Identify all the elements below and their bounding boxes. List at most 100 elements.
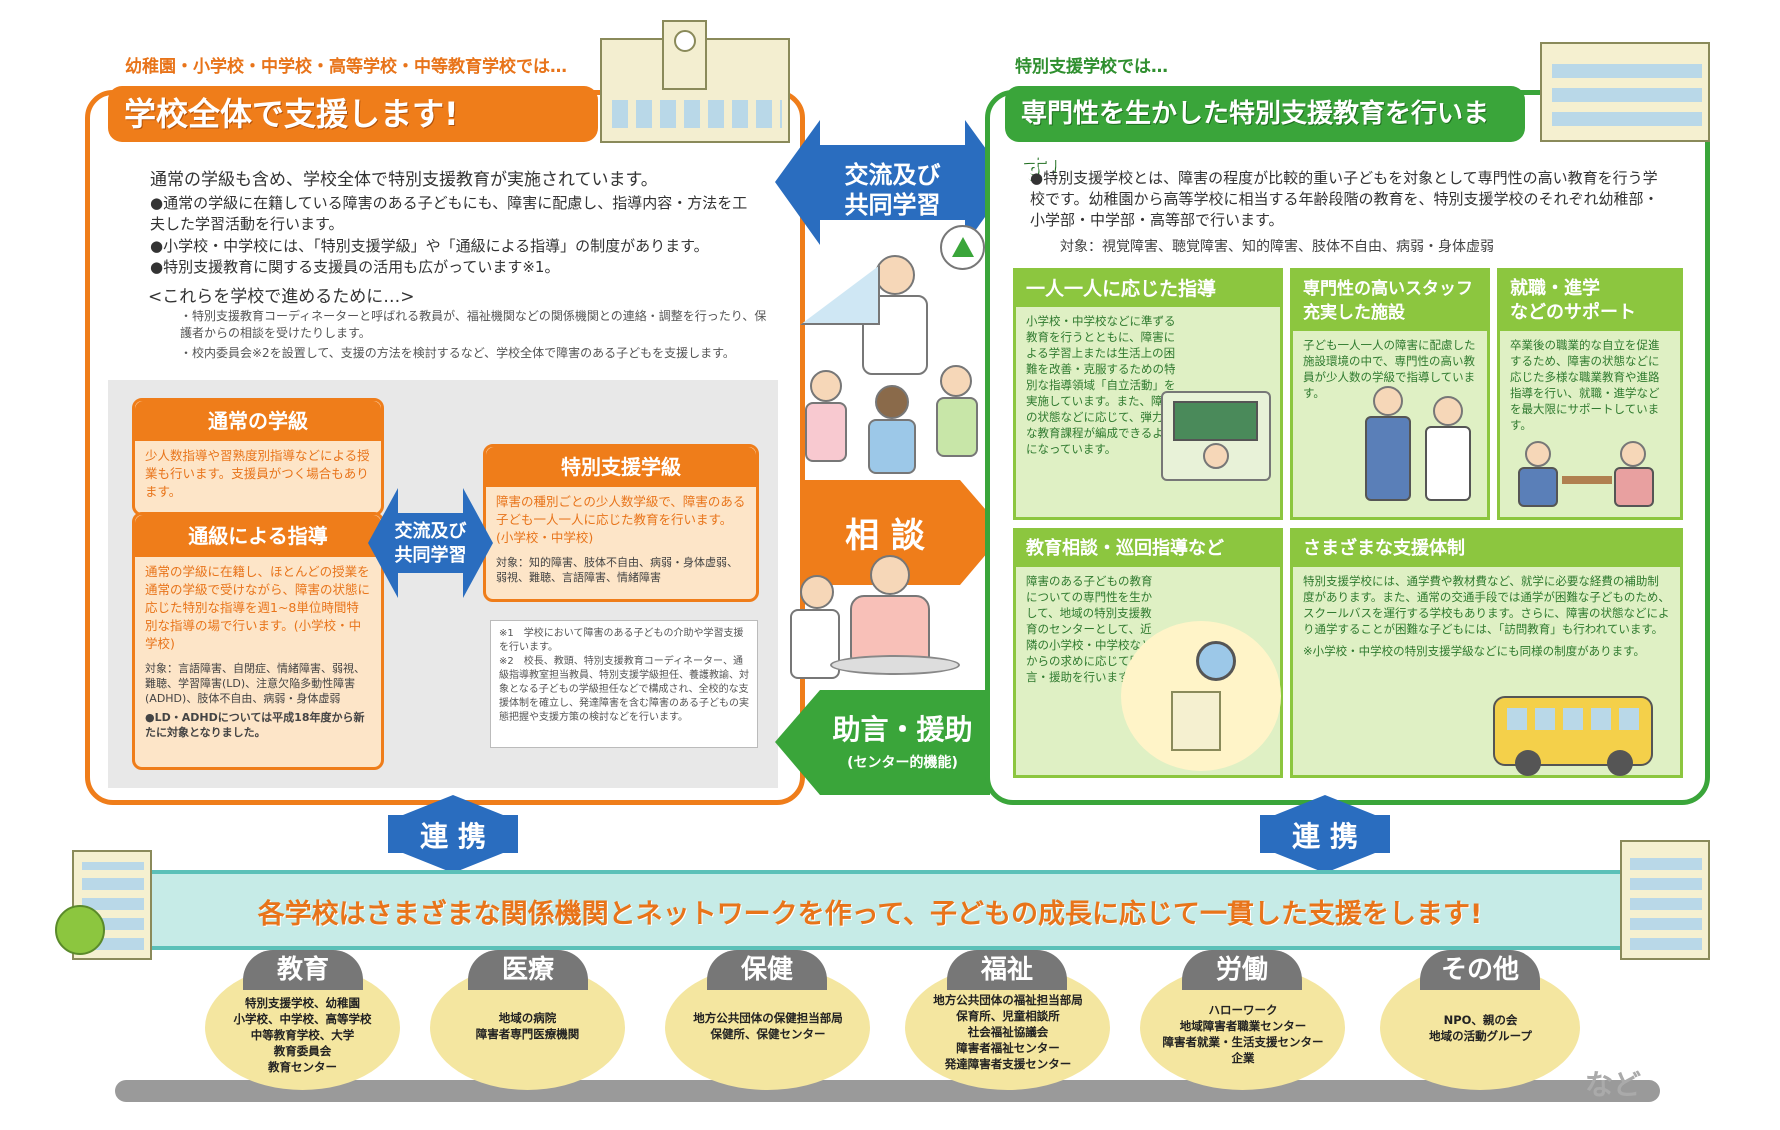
left-sub-title: <これらを学校で進めるために…>: [148, 287, 415, 307]
regular-class-text: 少人数指導や習熟度別指導などによる授業も行います。支援員がつく場合もあります。: [145, 448, 370, 499]
special-class-text: 障害の種別ごとの少人数学級で、障害のある子ども一人一人に応じた教育を行います。(…: [496, 494, 746, 545]
child-head: [1203, 443, 1229, 469]
staff-body: [1365, 416, 1411, 501]
table-shape: [830, 655, 960, 675]
org-education-text: 特別支援学校、幼稚園 小学校、中学校、高等学校 中等教育学校、大学 教育委員会 …: [233, 996, 372, 1074]
org-medical-text: 地域の病院 障害者専門医療機関: [475, 1011, 580, 1041]
right-intro: ●特別支援学校とは、障害の程度が比較的重い子どもを対象として専門性の高い教育を行…: [1030, 169, 1659, 229]
staff-body: [1425, 426, 1471, 501]
advisor-head: [800, 575, 834, 609]
left-intro: 通常の学級も含め、学校全体で特別支援教育が実施されています。: [150, 170, 658, 190]
left-kicker: 幼稚園・小学校・中学校・高等学校・中等教育学校では…: [125, 57, 567, 77]
double-arrow-shape: [368, 488, 493, 598]
bus-wheel: [1515, 750, 1541, 776]
org-health-title: 保健: [707, 950, 827, 990]
desk-shape: [1562, 476, 1612, 484]
magnifier-icon: [1196, 641, 1236, 681]
child-body: [936, 397, 978, 457]
tree-icon: [55, 905, 105, 955]
town-illustration: [1121, 621, 1281, 771]
tsukyu-title: 通級による指導: [135, 515, 381, 557]
student-head: [1525, 441, 1551, 467]
lesson-illustration: [1161, 391, 1271, 481]
individual-guidance-text: 小学校・中学校などに準ずる教育を行うとともに、障害による学習上または生活上の困難…: [1026, 314, 1176, 456]
org-labor-title: 労働: [1182, 950, 1302, 990]
org-medical-title: 医療: [468, 950, 588, 990]
support-system-title: さまざまな支援体制: [1293, 531, 1680, 567]
double-arrow-shape: [775, 120, 1010, 245]
network-bar: [110, 870, 1630, 950]
left-link-label: 連 携: [420, 820, 486, 853]
school-building-illustration: [600, 20, 790, 143]
support-system-note: ※小学校・中学校の特別支援学級などにも同様の制度があります。: [1303, 644, 1645, 658]
special-class-target: 対象：知的障害、肢体不自由、病弱・身体虚弱、弱視、難聴、言語障害、情緒障害: [496, 556, 738, 584]
vertical-double-arrow-shape: [1260, 795, 1390, 873]
network-banner-text: 各学校はさまざまな関係機関とネットワークを作って、子どもの成長に応じて一貫した支…: [257, 899, 1483, 930]
consultation-arrow: 相 談: [800, 480, 1005, 585]
triangle-ruler-icon: [800, 265, 880, 325]
child-body: [805, 402, 847, 462]
consultation-visit-box: 教育相談・巡回指導など 障害のある子どもの教育についての専門性を生かして、地域の…: [1013, 528, 1283, 778]
org-health: 保健 地方公共団体の保健担当部局 保健所、保健センター: [665, 950, 870, 1090]
consultation-visit-text: 障害のある子どもの教育についての専門性を生かして、地域の特別支援教育のセンターと…: [1026, 574, 1153, 684]
teacher-body: [862, 295, 928, 375]
left-bullet-2: ●小学校・中学校には、「特別支援学級」や「通級による指導」の制度があります。: [150, 237, 709, 255]
left-bullet-1: ●通常の学級に在籍している障害のある子どもにも、障害に配慮し、指導内容・方法を工…: [150, 194, 748, 233]
parent-head: [870, 555, 910, 595]
support-system-text: 特別支援学校には、通学費や教材費など、就学に必要な経費の補助制度があります。また…: [1303, 574, 1670, 636]
left-banner: 学校全体で支援します!: [108, 86, 598, 142]
child-head: [810, 370, 842, 402]
classroom-illustration: [800, 225, 985, 475]
inner-exchange-arrow: 交流及び 共同学習: [368, 478, 493, 608]
advice-arrow: 助言・援助 (センター的機能): [775, 690, 990, 795]
left-arrow-shape: [775, 690, 990, 795]
child-head: [875, 385, 909, 419]
special-school-building-illustration: [1540, 42, 1710, 142]
counselor-head: [1620, 441, 1646, 467]
career-support-box: 就職・進学 などのサポート 卒業後の職業的な自立を促進するため、障害の状態などに…: [1497, 268, 1683, 520]
staff-illustration: [1363, 386, 1483, 511]
staff-facilities-box: 専門性の高いスタッフ 充実した施設 子ども一人一人の障害に配慮した施設環境の中で…: [1290, 268, 1490, 520]
org-labor-text: ハローワーク 地域障害者職業センター 障害者就業・生活支援センター 企業: [1162, 1003, 1324, 1065]
career-support-text: 卒業後の職業的な自立を促進するため、障害の状態などに応じた多様な職業教育や進路指…: [1510, 338, 1660, 432]
clock-tower: [662, 20, 707, 90]
org-medical: 医療 地域の病院 障害者専門医療機関: [430, 950, 625, 1090]
consultation-label: 相 談: [845, 516, 925, 556]
org-health-text: 地方公共団体の保健担当部局 保健所、保健センター: [693, 1011, 843, 1041]
windows: [1552, 56, 1702, 126]
clock-icon: [674, 30, 696, 52]
regular-class-box: 通常の学級 少人数指導や習熟度別指導などによる授業も行います。支援員がつく場合も…: [132, 398, 384, 516]
tsukyu-note: ●LD・ADHDについては平成18年度から新たに対象となりました。: [145, 711, 365, 739]
special-class-box: 特別支援学級 障害の種別ごとの少人数学級で、障害のある子ども一人一人に応じた教育…: [483, 444, 759, 602]
org-education: 教育 特別支援学校、幼稚園 小学校、中学校、高等学校 中等教育学校、大学 教育委…: [205, 950, 400, 1090]
bus-windows: [1507, 708, 1643, 730]
office-building-illustration: [1620, 840, 1710, 960]
windows: [612, 100, 782, 128]
inner-exchange-label: 交流及び 共同学習: [394, 521, 467, 566]
left-link-arrow: 連 携: [368, 795, 538, 873]
right-link-label: 連 携: [1292, 820, 1358, 853]
individual-guidance-title: 一人一人に応じた指導: [1016, 271, 1280, 307]
center-exchange-arrow: 交流及び 共同学習: [775, 120, 1010, 245]
school-bus-icon: [1493, 696, 1653, 776]
career-support-title: 就職・進学 などのサポート: [1500, 271, 1680, 331]
footnote-2: ※2 校長、教頭、特別支援教育コーディネーター、通級指導教室担当教員、特別支援学…: [499, 656, 749, 723]
org-education-title: 教育: [243, 950, 363, 990]
vertical-double-arrow-shape: [388, 795, 518, 873]
student-body: [1518, 467, 1558, 507]
triangle-shape-icon: [952, 237, 974, 257]
support-system-box: さまざまな支援体制 特別支援学校には、通学費や教材費など、就学に必要な経費の補助…: [1290, 528, 1683, 778]
center-exchange-label: 交流及び 共同学習: [844, 161, 941, 219]
left-sub-item-2: ・校内委員会※2を設置して、支援の方法を検討するなど、学校全体で障害のある子ども…: [180, 346, 735, 360]
footnote-1: ※1 学校において障害のある子どもの介助や学習支援を行います。: [499, 628, 744, 653]
tsukyu-box: 通級による指導 通常の学級に在籍し、ほとんどの授業を通常の学級で受けながら、障害…: [132, 512, 384, 770]
left-sub-item-1: ・特別支援教育コーディネーターと呼ばれる教員が、福祉機関などの関係機関との連絡・…: [180, 309, 767, 340]
org-others-text: NPO、親の会 地域の活動グループ: [1429, 1013, 1532, 1043]
tsukyu-text: 通常の学級に在籍し、ほとんどの授業を通常の学級で受けながら、障害の状態に応じた特…: [145, 564, 371, 651]
org-others-title: その他: [1420, 950, 1540, 990]
staff-head: [1373, 386, 1403, 416]
tsukyu-target: 対象：言語障害、自閉症、情緒障害、弱視、難聴、学習障害(LD)、注意欠陥多動性障…: [145, 662, 365, 705]
regular-class-title: 通常の学級: [135, 401, 381, 441]
footnotes-box: ※1 学校において障害のある子どもの介助や学習支援を行います。 ※2 校長、教頭…: [490, 620, 758, 748]
right-link-arrow: 連 携: [1240, 795, 1410, 873]
